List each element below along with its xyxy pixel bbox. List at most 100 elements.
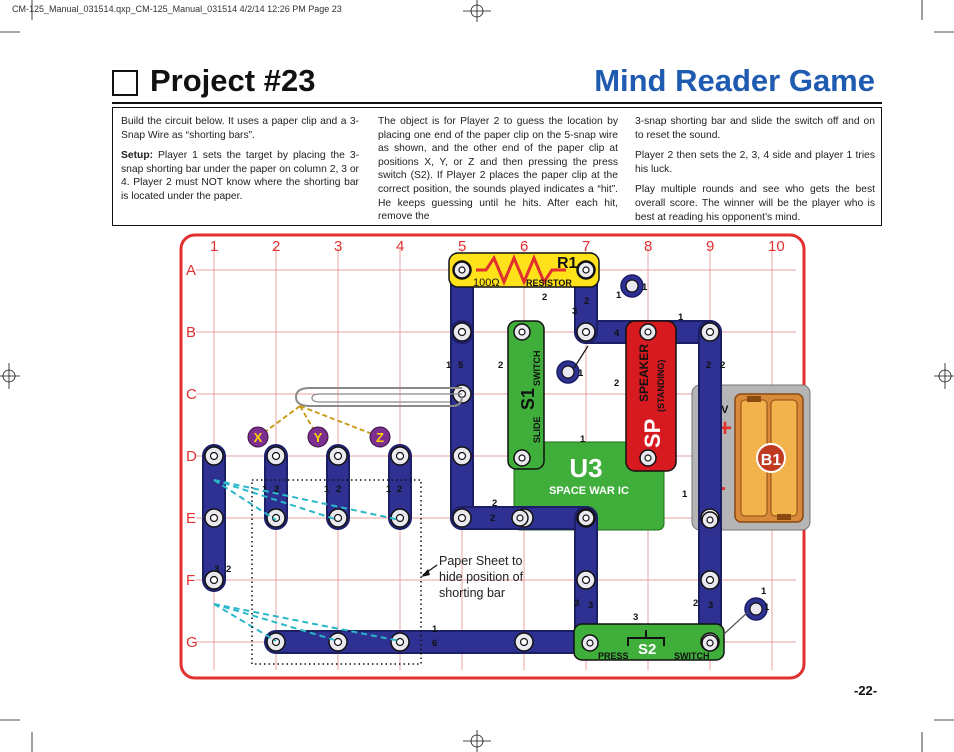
snap-center [519, 637, 529, 647]
instruction-paragraph: Player 2 then sets the 2, 3, 4 side and … [635, 150, 875, 175]
ic-label: U3 [569, 453, 602, 483]
component-snap-center [518, 454, 526, 462]
piece-number: 1 [616, 290, 622, 301]
resistor-r1: R1 100Ω RESISTOR [448, 252, 600, 289]
slide-switch-s1: S1 SWITCH SLIDE [507, 320, 545, 470]
snap-center [271, 637, 281, 647]
piece-number: 1 [432, 624, 438, 635]
registration-mark-left [0, 363, 20, 389]
piece-number: 2 [720, 360, 725, 371]
component-snap-center [706, 516, 714, 524]
piece-number: 2 [584, 296, 589, 307]
component-snap-center [582, 266, 590, 274]
single-snap-center [749, 602, 763, 616]
snap-center [209, 513, 219, 523]
piece-number: 2 [492, 498, 497, 509]
target-label: Y [314, 430, 323, 445]
piece-number: 1 [764, 602, 770, 613]
grid-row-label: D [186, 448, 197, 465]
setup-paragraph: Setup: Player 1 sets the target by placi… [121, 149, 359, 203]
snap-points [204, 260, 720, 652]
instruction-paragraph: The object is for Player 2 to guess the … [378, 116, 618, 223]
grid-column-label: 1 [210, 238, 218, 255]
component-snap-center [644, 454, 652, 462]
grid-column-label: 3 [334, 238, 342, 255]
snap-center [209, 451, 219, 461]
grid-row-label: F [186, 572, 195, 589]
registration-mark-right [934, 363, 954, 389]
piece-number: 1 [761, 586, 767, 597]
paper-sheet-note: Paper Sheet to hide position of shorting… [439, 554, 524, 600]
snap-center [271, 451, 281, 461]
target-marker [307, 426, 329, 448]
ic-name: SPACE WAR IC [549, 485, 629, 497]
piece-number: 1 [262, 484, 268, 495]
instruction-paragraph: 3-snap shorting bar and slide the switch… [635, 116, 875, 141]
snap-center [581, 575, 591, 585]
grid-row-label: B [186, 324, 196, 341]
project-checkbox[interactable] [112, 70, 138, 96]
jumper-snaps [556, 274, 768, 621]
piece-number: 3 [572, 306, 577, 317]
print-slug: CM-125_Manual_031514.qxp_CM-125_Manual_0… [12, 4, 342, 14]
snap-center [457, 327, 467, 337]
component-snap-center [518, 328, 526, 336]
piece-number: 4 [614, 328, 620, 339]
component-snap-center [582, 514, 590, 522]
jumper-lead [573, 345, 589, 369]
piece-number: 3 [588, 600, 593, 611]
single-snap-center [561, 365, 575, 379]
snap-center [395, 451, 405, 461]
piece-number: 2 [336, 484, 341, 495]
grid-column-label: 2 [272, 238, 280, 255]
grid-row-label: A [186, 262, 196, 279]
target-marker [369, 426, 391, 448]
piece-number: 2 [397, 484, 402, 495]
piece-number: 1 [682, 489, 688, 500]
grid-column-label: 9 [706, 238, 714, 255]
snap-center [705, 575, 715, 585]
component-snap-center [706, 639, 714, 647]
resistor-name: RESISTOR [526, 278, 572, 288]
component-snap-center [516, 514, 524, 522]
speaker-sp: SP SPEAKER (STANDING) [625, 320, 677, 472]
single-snap-center [625, 279, 639, 293]
piece-number: 5 [458, 360, 464, 371]
press-switch-right: SWITCH [674, 651, 710, 661]
piece-number: 2 [542, 292, 547, 303]
paper-clip [294, 387, 463, 407]
setup-label: Setup: [121, 150, 154, 162]
piece-number: 3 [214, 564, 219, 575]
press-switch-left: PRESS [598, 651, 629, 661]
press-switch-s2: S2 PRESS SWITCH [573, 623, 725, 661]
registration-mark-bottom [463, 730, 491, 752]
piece-number: 2 [614, 378, 619, 389]
piece-number: 1 [642, 282, 648, 293]
instructions-box: Build the circuit below. It uses a paper… [112, 107, 882, 226]
snap-center [333, 637, 343, 647]
grid-column-label: 4 [396, 238, 404, 255]
piece-number: 3 [574, 598, 579, 609]
slide-switch-label: S1 [518, 388, 538, 410]
piece-number: 1 [446, 360, 452, 371]
paper-note-arrowhead [421, 569, 430, 577]
instructions-column-3: 3-snap shorting bar and slide the switch… [635, 115, 875, 231]
piece-number: 6 [432, 638, 437, 649]
instructions-column-2: The object is for Player 2 to guess the … [378, 115, 618, 231]
snap-center [457, 513, 467, 523]
setup-text: Player 1 sets the target by placing the … [121, 150, 359, 202]
grid-column-label: 5 [458, 238, 466, 255]
title-rule [112, 102, 882, 104]
project-number: Project #23 [150, 63, 316, 98]
resistor-label: R1 [557, 255, 578, 272]
snap-center [333, 513, 343, 523]
speaker-label: SP [640, 419, 665, 448]
snap-center [333, 451, 343, 461]
speaker-sub: (STANDING) [656, 360, 666, 412]
piece-number: 2 [274, 484, 279, 495]
